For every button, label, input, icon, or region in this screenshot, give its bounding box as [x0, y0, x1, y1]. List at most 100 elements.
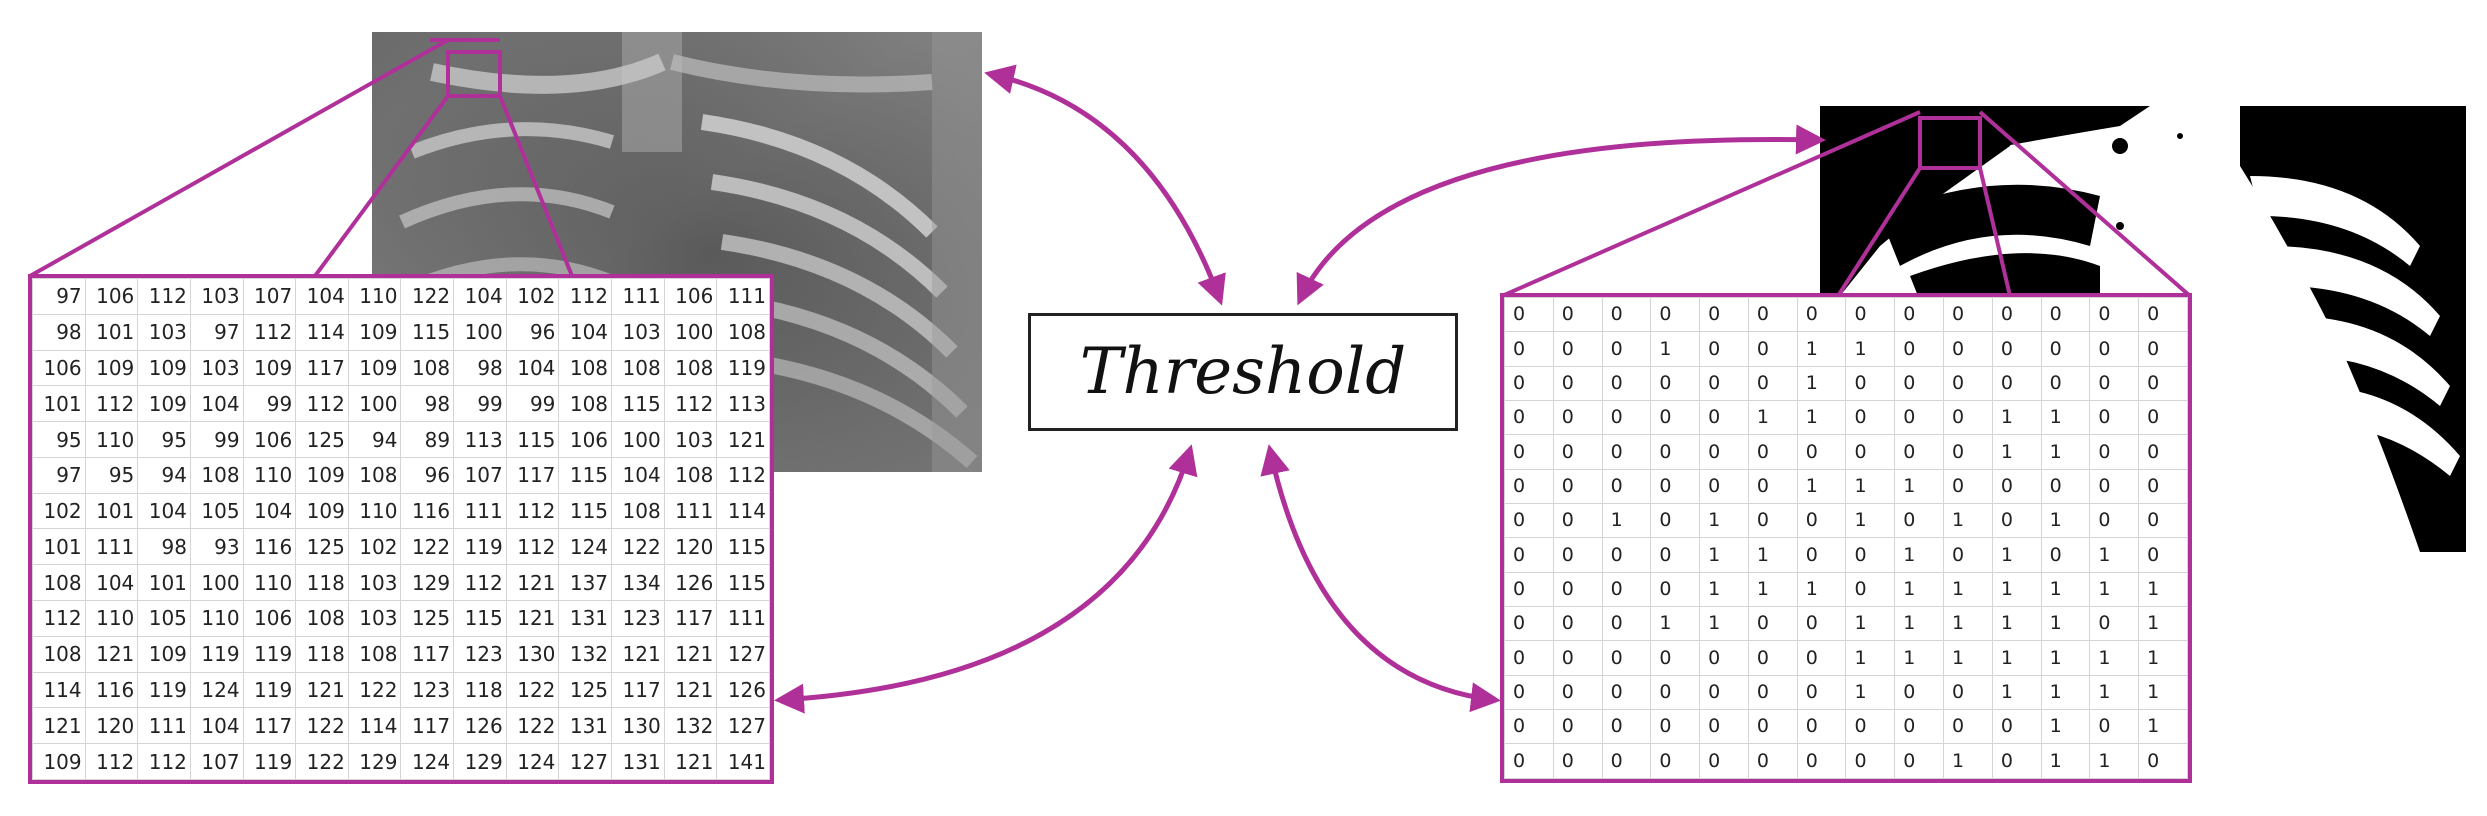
binary-cell: 0 [2089, 365, 2140, 402]
grayscale-cell: 103 [189, 278, 244, 315]
grayscale-cell: 101 [32, 385, 86, 423]
grayscale-zoom-line-left [29, 38, 449, 278]
binary-cell: 0 [1552, 606, 1603, 642]
grayscale-cell: 121 [716, 421, 770, 458]
grayscale-cell: 124 [505, 743, 560, 780]
grayscale-cell: 106 [663, 278, 718, 315]
binary-cell: 0 [1894, 674, 1945, 711]
grayscale-cell: 123 [453, 635, 507, 673]
grayscale-cell: 114 [716, 492, 770, 530]
binary-cell: 1 [2138, 674, 2188, 711]
grayscale-cell: 108 [716, 313, 770, 351]
grayscale-cell: 112 [242, 313, 297, 351]
grayscale-cell: 107 [189, 743, 244, 780]
binary-cell: 1 [2040, 571, 2091, 608]
grayscale-cell: 130 [611, 707, 665, 745]
grayscale-cell: 119 [716, 349, 770, 387]
grayscale-cell: 89 [400, 421, 455, 458]
binary-cell: 0 [1943, 434, 1993, 470]
binary-zoom-line-right [1978, 110, 2192, 298]
grayscale-cell: 121 [84, 635, 139, 673]
binary-cell: 0 [1504, 331, 1554, 367]
binary-cell: 0 [1601, 743, 1652, 779]
grayscale-cell: 102 [32, 492, 86, 530]
binary-cell: 0 [1991, 503, 2042, 539]
binary-cell: 1 [1894, 640, 1945, 676]
binary-cell: 1 [2040, 434, 2091, 470]
grayscale-cell: 116 [242, 528, 297, 566]
grayscale-cell: 113 [453, 421, 507, 458]
binary-cell: 1 [1943, 640, 1993, 676]
grayscale-cell: 115 [558, 492, 613, 530]
binary-cell: 0 [2138, 331, 2188, 367]
grayscale-cell: 107 [453, 456, 507, 494]
binary-cell: 0 [2089, 296, 2140, 333]
binary-cell: 1 [2089, 571, 2140, 608]
binary-cell: 0 [1943, 709, 1993, 745]
binary-cell: 1 [1699, 537, 1749, 573]
binary-cell: 0 [2138, 537, 2188, 573]
grayscale-cell: 106 [84, 278, 139, 315]
grayscale-zoom-line-mid-right [498, 95, 574, 277]
grayscale-cell: 119 [189, 635, 244, 673]
binary-cell: 0 [1747, 743, 1798, 779]
grayscale-cell: 111 [84, 528, 139, 566]
grayscale-cell: 112 [137, 278, 191, 315]
binary-zoom-line-mid-left [1836, 166, 1922, 298]
grayscale-cell: 118 [295, 635, 349, 673]
grayscale-cell: 124 [558, 528, 613, 566]
binary-cell: 0 [1552, 468, 1603, 505]
threshold-label: Threshold [1079, 335, 1407, 409]
binary-cell: 1 [1796, 365, 1847, 402]
binary-cell: 0 [1747, 709, 1798, 745]
binary-cell: 0 [2040, 296, 2091, 333]
grayscale-cell: 141 [716, 743, 770, 780]
binary-cell: 0 [2040, 331, 2091, 367]
binary-cell: 0 [2138, 296, 2188, 333]
binary-cell: 0 [1894, 709, 1945, 745]
binary-cell: 1 [1943, 571, 1993, 608]
binary-cell: 1 [1796, 571, 1847, 608]
grayscale-cell: 106 [242, 600, 297, 637]
grayscale-cell: 100 [663, 313, 718, 351]
grayscale-cell: 102 [347, 528, 402, 566]
grayscale-cell: 125 [558, 671, 613, 709]
binary-cell: 1 [1650, 606, 1701, 642]
arrow-xray-to-threshold [984, 64, 1226, 306]
binary-cell: 1 [1991, 674, 2042, 711]
grayscale-cell: 112 [505, 492, 560, 530]
grayscale-cell: 123 [611, 600, 665, 637]
binary-cell: 1 [2040, 400, 2091, 436]
arrow-threshold-to-binary-grid [1260, 444, 1501, 713]
grayscale-cell: 108 [189, 456, 244, 494]
binary-cell: 0 [1699, 434, 1749, 470]
grayscale-roi-marker [446, 50, 502, 98]
binary-cell: 0 [1504, 400, 1554, 436]
binary-cell: 0 [1601, 468, 1652, 505]
grayscale-cell: 103 [611, 313, 665, 351]
binary-cell: 1 [1845, 468, 1896, 505]
grayscale-cell: 109 [84, 349, 139, 387]
grayscale-cell: 129 [400, 564, 455, 602]
grayscale-cell: 104 [137, 492, 191, 530]
grayscale-cell: 127 [558, 743, 613, 780]
binary-cell: 0 [1650, 674, 1701, 711]
grayscale-cell: 104 [611, 456, 665, 494]
binary-cell: 0 [1601, 674, 1652, 711]
grayscale-cell: 108 [32, 635, 86, 673]
binary-cell: 0 [1845, 571, 1896, 608]
grayscale-cell: 106 [32, 349, 86, 387]
binary-cell: 0 [1699, 640, 1749, 676]
binary-cell: 0 [1943, 468, 1993, 505]
